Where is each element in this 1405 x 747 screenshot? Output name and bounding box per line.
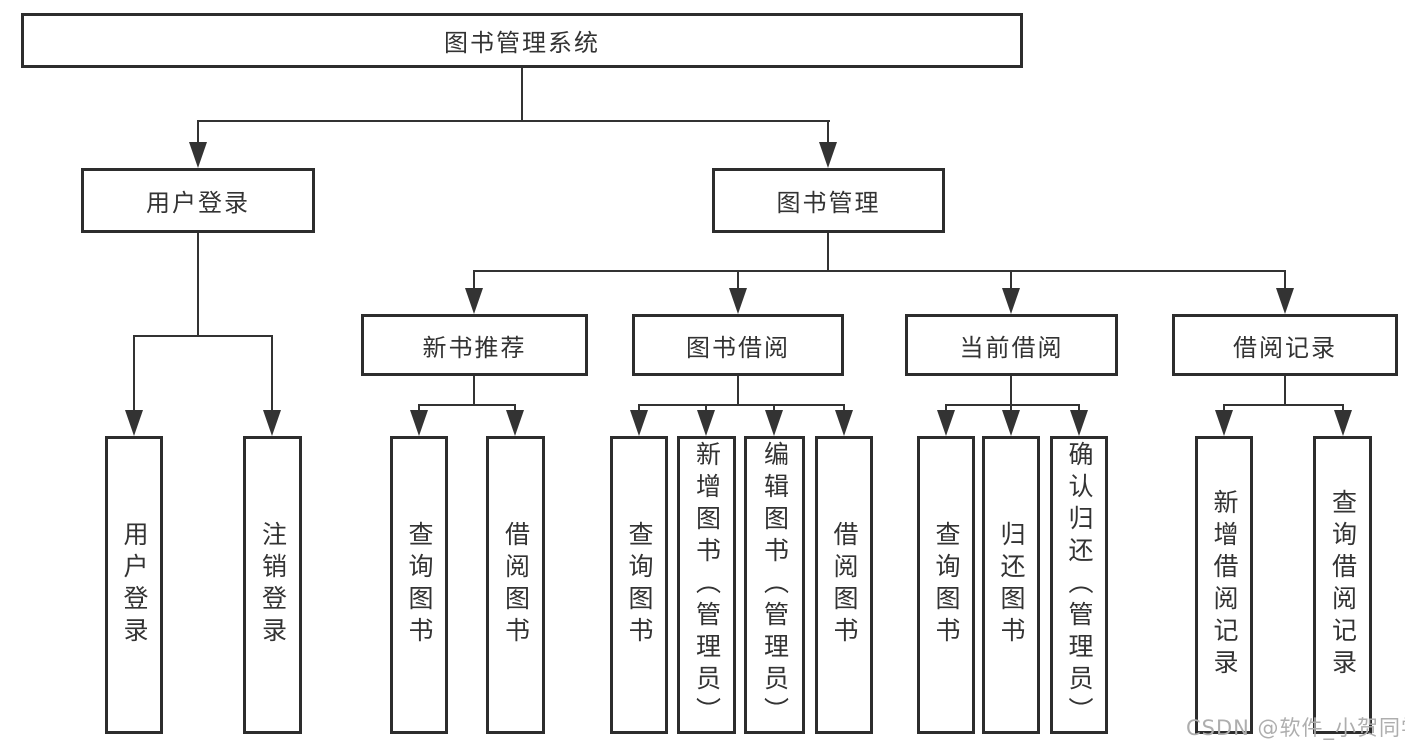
connector-line — [1284, 376, 1286, 406]
arrow-down-icon — [1334, 410, 1352, 436]
connector-line — [638, 404, 845, 406]
connector-line — [945, 404, 1080, 406]
connector-line — [1284, 272, 1286, 290]
connector-line — [133, 335, 273, 337]
node-current-borrowing: 当前借阅 — [905, 314, 1118, 376]
node-user-login: 用户登录 — [81, 168, 315, 233]
connector-line — [473, 272, 475, 290]
connector-line — [737, 376, 739, 406]
leaf-recommend-query-books: 查询图书 — [390, 436, 448, 734]
arrow-down-icon — [189, 142, 207, 168]
arrow-down-icon — [1276, 288, 1294, 314]
connector-line — [827, 122, 829, 147]
leaf-recommend-borrow-books: 借阅图书 — [486, 436, 545, 734]
arrow-down-icon — [819, 142, 837, 168]
connector-line — [418, 404, 516, 406]
arrow-down-icon — [697, 410, 715, 436]
connector-line — [827, 233, 829, 272]
connector-line — [1010, 376, 1012, 406]
leaf-borrow-add-books-admin: 新增图书（管理员） — [677, 436, 736, 734]
arrow-down-icon — [263, 410, 281, 436]
node-borrowing-records: 借阅记录 — [1172, 314, 1398, 376]
arrow-down-icon — [410, 410, 428, 436]
arrow-down-icon — [465, 288, 483, 314]
connector-line — [197, 233, 199, 336]
node-library-system: 图书管理系统 — [21, 13, 1023, 68]
arrow-down-icon — [125, 410, 143, 436]
arrow-down-icon — [1070, 410, 1088, 436]
arrow-down-icon — [835, 410, 853, 436]
leaf-user-login: 用户登录 — [105, 436, 163, 734]
node-new-book-recommend: 新书推荐 — [361, 314, 588, 376]
arrow-down-icon — [506, 410, 524, 436]
connector-line — [521, 68, 523, 122]
arrow-down-icon — [729, 288, 747, 314]
leaf-current-query-books: 查询图书 — [917, 436, 975, 734]
connector-line — [473, 270, 1286, 272]
connector-line — [1010, 272, 1012, 290]
connector-line — [473, 376, 475, 406]
node-book-borrowing: 图书借阅 — [632, 314, 844, 376]
node-book-management: 图书管理 — [712, 168, 945, 233]
connector-line — [737, 272, 739, 290]
arrow-down-icon — [630, 410, 648, 436]
leaf-borrow-borrow-books: 借阅图书 — [815, 436, 873, 734]
csdn-watermark: CSDN @软件_小贺同学 — [1186, 716, 1405, 740]
connector-line — [197, 122, 199, 147]
leaf-current-confirm-return-admin: 确认归还（管理员） — [1050, 436, 1108, 734]
arrow-down-icon — [765, 410, 783, 436]
connector-line — [133, 337, 135, 412]
leaf-borrow-query-books: 查询图书 — [610, 436, 668, 734]
leaf-records-query-record: 查询借阅记录 — [1313, 436, 1372, 734]
arrow-down-icon — [1002, 410, 1020, 436]
leaf-records-add-record: 新增借阅记录 — [1195, 436, 1253, 734]
arrow-down-icon — [1215, 410, 1233, 436]
leaf-current-return-books: 归还图书 — [982, 436, 1040, 734]
leaf-borrow-edit-books-admin: 编辑图书（管理员） — [744, 436, 805, 734]
connector-line — [271, 337, 273, 412]
connector-line — [197, 120, 830, 122]
arrow-down-icon — [1002, 288, 1020, 314]
arrow-down-icon — [937, 410, 955, 436]
leaf-logout: 注销登录 — [243, 436, 302, 734]
connector-line — [1223, 404, 1344, 406]
